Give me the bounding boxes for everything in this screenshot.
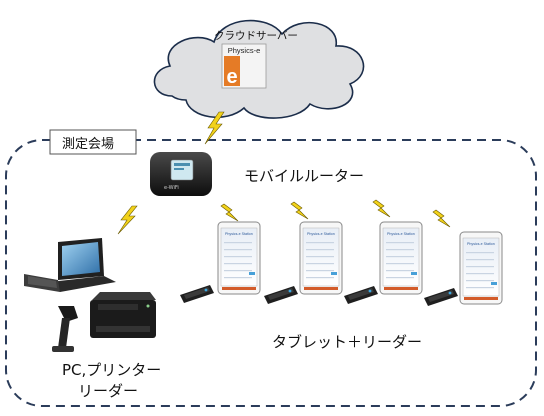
tablet-screen-title: Physics-e Station	[225, 232, 253, 236]
tablet-screen-title: Physics-e Station	[387, 232, 415, 236]
venue-label-box	[49, 129, 137, 155]
lightning-tablet2-icon	[290, 201, 309, 220]
reader-label: リーダー	[78, 382, 139, 400]
tablet-1: Physics-e Station	[217, 221, 261, 295]
lightning-tablet4-icon	[432, 209, 451, 228]
card-reader-1	[180, 285, 214, 303]
tablet-3: Physics-e Station	[379, 221, 423, 295]
lightning-tablet1-icon	[220, 203, 239, 222]
tablet-reader-label: タブレット＋リーダー	[272, 333, 423, 351]
router-brand: e-WiFi	[164, 185, 179, 191]
cloud-title: クラウドサーバー	[214, 30, 298, 42]
tablet-4: Physics-e Station	[459, 231, 503, 305]
barcode-scanner	[52, 306, 78, 352]
venue-label: 測定会場	[62, 137, 115, 152]
logo-letter: e	[226, 66, 237, 88]
tablet-2: Physics-e Station	[299, 221, 343, 295]
lightning-tablet3-icon	[372, 199, 391, 218]
tablet-screen-title: Physics-e Station	[307, 232, 335, 236]
card-reader-4	[424, 288, 458, 306]
lightning-cloud-icon	[204, 111, 225, 145]
lightning-router-icon	[117, 205, 138, 235]
mobile-router: e-WiFi	[150, 152, 212, 196]
printer	[90, 292, 156, 338]
tablet-screen-title: Physics-e Station	[467, 242, 495, 246]
card-reader-3	[344, 286, 378, 304]
router-label: モバイルルーター	[244, 167, 365, 185]
card-reader-2	[264, 286, 298, 304]
pc-printer-label: PC,プリンター	[62, 361, 162, 379]
cloud-server-logo: e Physics-e	[221, 43, 267, 89]
logo-text: Physics-e	[228, 46, 261, 55]
laptop	[24, 238, 116, 292]
venue-boundary	[5, 139, 537, 407]
